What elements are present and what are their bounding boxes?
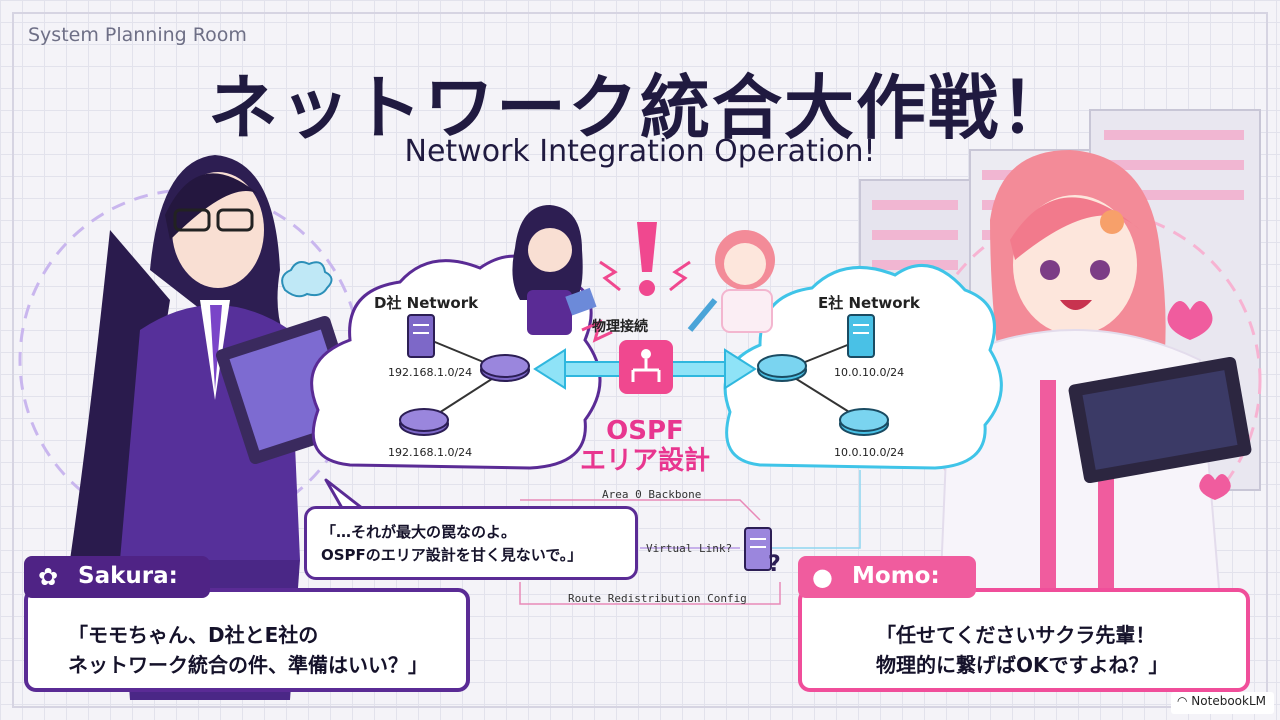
momo-name: Momo: [852, 563, 940, 589]
ospf-line-1: OSPF [606, 416, 684, 446]
chibi-sakura [512, 205, 597, 335]
ospf-area-label: OSPF エリア設計 [560, 416, 730, 476]
unknown-server-icon [744, 527, 772, 571]
momo-character [900, 150, 1252, 610]
momo-name-tag: ● Momo: [798, 556, 976, 598]
d-ip-2: 192.168.1.0/24 [388, 446, 473, 459]
notebooklm-label: NotebookLM [1191, 694, 1266, 708]
ospf-node-icon [619, 340, 673, 394]
e-router-icon-2 [839, 408, 889, 436]
question-mark: ? [768, 552, 781, 577]
momo-speech-bubble: 「任せてくださいサクラ先輩！ 物理的に繋げばOKですよね？」 [798, 588, 1250, 692]
sakura-line-2: ネットワーク統合の件、準備はいい？」 [68, 653, 428, 677]
center-speech-bubble: 「…それが最大の罠なのよ。 OSPFのエリア設計を甘く見ないで。」 [304, 506, 638, 580]
center-line-1: 「…それが最大の罠なのよ。 [321, 523, 517, 541]
page-title: ネットワーク統合大作戦！ [208, 67, 1072, 149]
alert-exclamation-icon [637, 222, 657, 296]
e-network-label: E社 Network [818, 294, 920, 312]
chibi-momo [687, 230, 775, 333]
sakura-name-tag: ✿ Sakura: [24, 556, 210, 598]
e-ip-1: 10.0.10.0/24 [834, 366, 905, 379]
peach-icon: ● [812, 563, 833, 591]
redistribution-label: Route Redistribution Config [568, 592, 747, 605]
room-label: System Planning Room [28, 24, 247, 46]
momo-line-1: 「任せてくださいサクラ先輩！ [876, 623, 1156, 647]
e-router-icon-1 [757, 354, 807, 382]
sakura-speech-bubble: 「モモちゃん、D社とE社の ネットワーク統合の件、準備はいい？」 [24, 588, 470, 692]
page-subtitle: Network Integration Operation! [404, 134, 876, 169]
ospf-line-2: エリア設計 [579, 446, 710, 476]
d-router-icon-2 [399, 408, 449, 436]
d-server-icon [407, 314, 435, 358]
d-network-label: D社 Network [374, 294, 479, 312]
virtual-link-label: Virtual Link? [646, 542, 733, 555]
notebooklm-badge: ◠ NotebookLM [1170, 692, 1274, 714]
thought-icon [281, 261, 333, 298]
schematic-lines [519, 470, 861, 605]
e-server-icon [847, 314, 875, 358]
page-frame [12, 12, 1268, 708]
cherry-blossom-icon: ✿ [38, 563, 59, 591]
e-ip-2: 10.0.10.0/24 [834, 446, 905, 459]
spark-lines [581, 260, 691, 343]
physical-link-label: 物理接続 [592, 319, 648, 335]
sakura-line-1: 「モモちゃん、D社とE社の [68, 623, 319, 647]
notebooklm-logo-icon: ◠ [1176, 694, 1188, 708]
center-bubble-tail [324, 478, 363, 510]
d-router-icon-1 [480, 354, 530, 382]
backbone-label: Area 0 Backbone [602, 488, 702, 501]
d-ip-1: 192.168.1.0/24 [388, 366, 473, 379]
center-line-2: OSPFのエリア設計を甘く見ないで。」 [321, 546, 583, 564]
sakura-name: Sakura: [78, 563, 178, 589]
momo-line-2: 物理的に繋げばOKですよね？」 [876, 653, 1169, 677]
